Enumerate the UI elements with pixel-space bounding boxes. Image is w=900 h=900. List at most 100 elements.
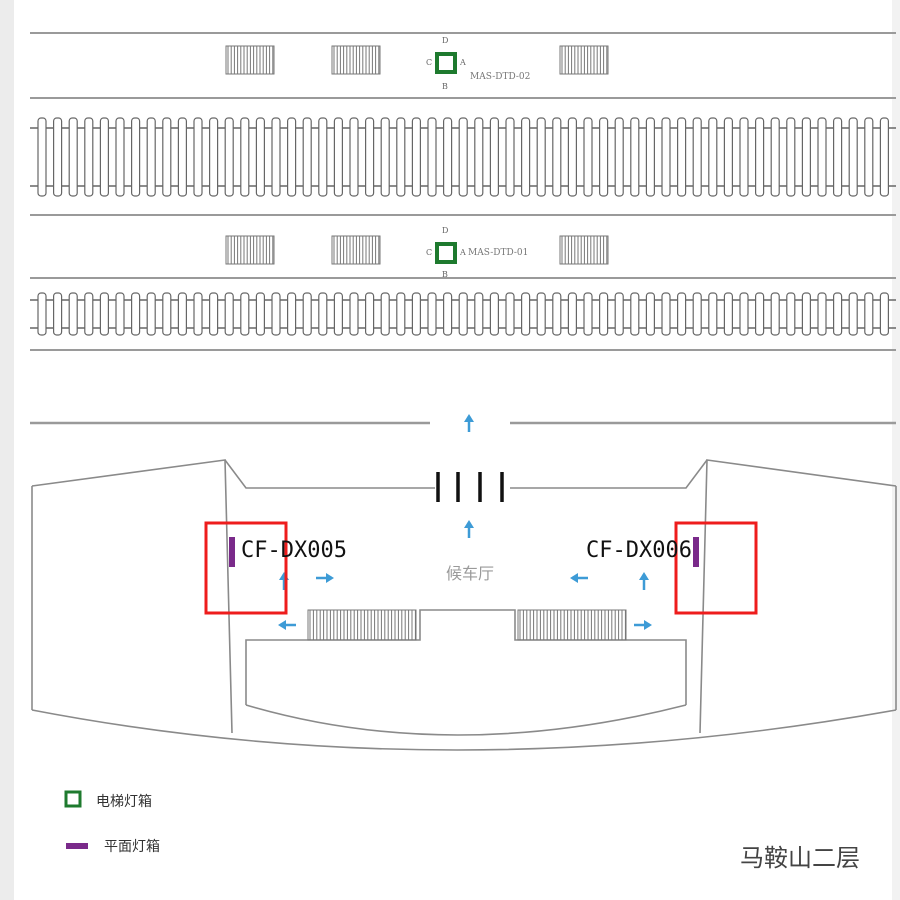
track-tie [365, 117, 375, 197]
stair-symbol [517, 609, 627, 641]
track-tie [99, 117, 110, 197]
track-tie [458, 117, 468, 197]
direction-label: A [460, 248, 466, 257]
track-tie [224, 117, 234, 197]
track-tie [115, 117, 125, 197]
track-tie [708, 117, 718, 197]
track-tie [349, 292, 359, 336]
track-tie [520, 117, 531, 197]
arrow-head [326, 573, 334, 583]
track-tie [645, 292, 656, 336]
direction-label: A [460, 58, 466, 67]
track-tie [115, 292, 125, 336]
track-tie [864, 117, 874, 197]
track-tie [396, 292, 406, 336]
stair-symbol [307, 609, 417, 641]
track-tie [786, 292, 796, 336]
track-tie [427, 117, 437, 197]
track-tie [37, 117, 47, 197]
track-tie [349, 117, 359, 197]
platform-lines [30, 32, 896, 351]
track-tie [801, 292, 812, 336]
track-tie [380, 292, 390, 336]
track-tie [411, 292, 421, 336]
track-tie [739, 292, 749, 336]
track-tie [614, 117, 624, 197]
track-tie [848, 292, 858, 336]
elevator-box-icon [435, 52, 457, 74]
track-tie [520, 292, 531, 336]
track-tie [567, 292, 578, 336]
direction-label: C [426, 248, 433, 257]
legend-elevator-box-icon [64, 790, 82, 808]
track-tie [209, 292, 219, 336]
direction-label: B [442, 270, 448, 279]
track-tie [427, 292, 437, 336]
track-tie [287, 117, 297, 197]
track-tie [287, 292, 297, 336]
track-tie [131, 117, 141, 197]
fare-gates [436, 472, 504, 502]
track-tie [536, 292, 546, 336]
track-tie [832, 117, 843, 197]
track-tie [162, 117, 172, 197]
legend-flat-box-label: 平面灯箱 [104, 839, 160, 855]
platform-stairs [225, 45, 609, 265]
track-tie [754, 117, 765, 197]
track-tie [224, 292, 234, 336]
highlight-box [674, 521, 758, 615]
direction-label: D [442, 226, 449, 235]
track-tie [630, 292, 640, 336]
track-tie [879, 292, 890, 336]
concourse-outline [31, 459, 897, 751]
concourse-stairs [307, 609, 627, 641]
track-tie [474, 292, 484, 336]
track-tie [443, 117, 453, 197]
track-tie [708, 292, 718, 336]
flat-box-icon [693, 537, 699, 567]
track-tie [68, 292, 78, 336]
track-tie [240, 292, 250, 336]
track-tie [193, 292, 203, 336]
track-tie [380, 117, 390, 197]
track-tie [536, 117, 546, 197]
track-tie [723, 292, 734, 336]
track-tie [162, 292, 172, 336]
track-tie [255, 292, 265, 336]
track-tie [676, 117, 687, 197]
track-tie [739, 117, 749, 197]
track-tie [37, 292, 47, 336]
track-tie [817, 292, 827, 336]
track-tie [505, 292, 515, 336]
track-tie [396, 117, 406, 197]
track-tie [661, 117, 671, 197]
track-tie [84, 292, 94, 336]
unit-code: MAS-DTD-02 [470, 72, 531, 82]
legend-elevator-box-label: 电梯灯箱 [96, 794, 152, 810]
track-tie [583, 292, 593, 336]
track-tie [52, 117, 63, 197]
track-tie [443, 292, 453, 336]
track-tie [801, 117, 812, 197]
direction-label: C [426, 58, 433, 67]
waiting-hall-label: 候车厅 [446, 564, 495, 583]
track-tie [333, 292, 343, 336]
track-tie [770, 117, 780, 197]
track-tie [333, 117, 343, 197]
track-tie [411, 117, 421, 197]
track-lower [30, 292, 896, 336]
elevator-box-icon [435, 242, 457, 264]
track-tie [474, 117, 484, 197]
track-tie [754, 292, 765, 336]
track-upper [30, 117, 896, 197]
sign-code-right: CF-DX006 [586, 538, 692, 563]
track-tie [271, 292, 281, 336]
track-tie [458, 292, 468, 336]
track-tie [84, 117, 94, 197]
track-tie [817, 117, 827, 197]
direction-label: B [442, 82, 448, 91]
track-tie [209, 117, 219, 197]
track-tie [68, 117, 78, 197]
